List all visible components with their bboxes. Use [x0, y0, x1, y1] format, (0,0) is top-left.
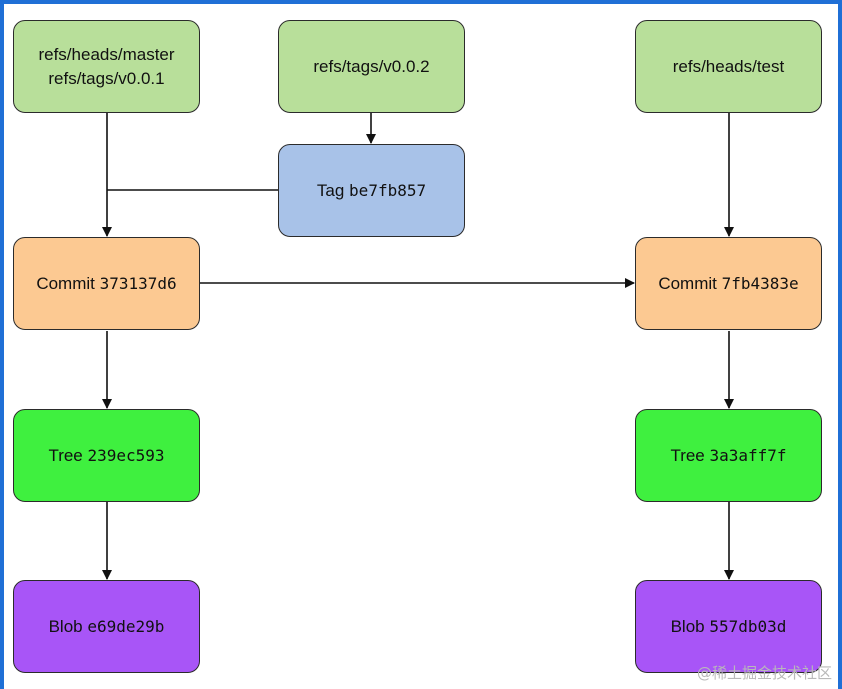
source-watermark: @稀土掘金技术社区	[696, 664, 832, 682]
node-tree-right: Tree 3a3aff7f	[635, 409, 822, 502]
tree-left-kind: Tree	[48, 445, 83, 465]
blob-right-kind: Blob	[670, 616, 705, 636]
blob-left-hash: e69de29b	[87, 616, 165, 636]
node-ref-test: refs/heads/test	[635, 20, 822, 113]
node-ref-v002: refs/tags/v0.0.2	[278, 20, 465, 113]
ref-v001-label: refs/tags/v0.0.1	[48, 68, 165, 88]
tree-left-hash: 239ec593	[87, 445, 165, 465]
commit-right-kind: Commit	[658, 273, 717, 293]
commit-right-hash: 7fb4383e	[721, 273, 799, 293]
tree-right-kind: Tree	[670, 445, 705, 465]
node-ref-master-v001: refs/heads/master refs/tags/v0.0.1	[13, 20, 200, 113]
ref-test-label: refs/heads/test	[672, 56, 785, 76]
blob-right-hash: 557db03d	[709, 616, 787, 636]
node-commit-left: Commit 373137d6	[13, 237, 200, 330]
tree-right-hash: 3a3aff7f	[709, 445, 787, 465]
node-blob-right: Blob 557db03d	[635, 580, 822, 673]
tag-hash: be7fb857	[349, 180, 427, 200]
tag-kind: Tag	[316, 180, 345, 200]
blob-left-kind: Blob	[48, 616, 83, 636]
node-blob-left: Blob e69de29b	[13, 580, 200, 673]
node-tree-left: Tree 239ec593	[13, 409, 200, 502]
node-tag: Tag be7fb857	[278, 144, 465, 237]
commit-left-kind: Commit	[36, 273, 95, 293]
commit-left-hash: 373137d6	[99, 273, 177, 293]
ref-master-label: refs/heads/master	[38, 44, 175, 64]
node-commit-right: Commit 7fb4383e	[635, 237, 822, 330]
ref-v002-label: refs/tags/v0.0.2	[313, 56, 430, 76]
